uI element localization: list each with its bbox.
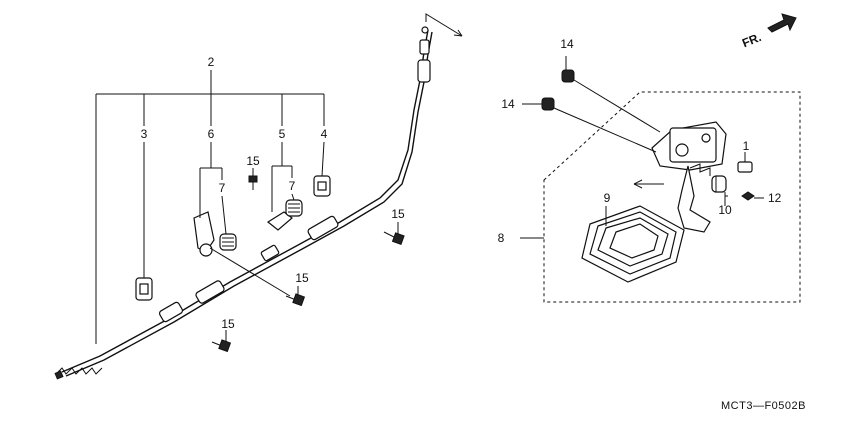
screw-12 (741, 191, 764, 201)
bolt-14-lower (522, 97, 657, 153)
cable-assembly (54, 13, 463, 380)
callout-5: 5 (279, 127, 286, 141)
front-direction-label: FR. (740, 30, 763, 50)
grommet-7a (219, 233, 237, 251)
bracket-5 (266, 211, 293, 231)
collar-10 (711, 175, 727, 193)
callout-3: 3 (141, 127, 148, 141)
callout-8: 8 (498, 231, 505, 245)
callout-7-left: 7 (219, 181, 226, 195)
bolt-15-top (248, 175, 258, 190)
left-leader-lines (95, 70, 399, 344)
front-direction-arrow (767, 13, 797, 33)
callout-15-top: 15 (246, 154, 260, 168)
callout-14-upper: 14 (560, 37, 574, 51)
lever-assembly (651, 121, 727, 233)
callout-10: 10 (718, 203, 732, 217)
callout-15-right: 15 (391, 207, 405, 221)
boot-9 (581, 205, 685, 283)
bolt-14-upper (561, 56, 661, 133)
callout-4: 4 (321, 127, 328, 141)
dashed-frame-8 (520, 91, 801, 303)
callout-14-lower: 14 (501, 97, 515, 111)
clip-1 (737, 152, 753, 173)
callout-6: 6 (208, 127, 215, 141)
bracket-6 (193, 211, 215, 257)
right-leader-lines (605, 192, 728, 226)
bolt-15-right (383, 231, 405, 246)
callout-12: 12 (768, 191, 782, 205)
callout-2: 2 (208, 55, 215, 69)
diagram-code: MCT3—F0502B (721, 400, 806, 412)
grommet-7b (285, 199, 303, 217)
callout-1: 1 (743, 139, 750, 153)
callout-15-middle: 15 (295, 271, 309, 285)
bolt-15-bottom (211, 339, 232, 353)
callout-7-right: 7 (289, 179, 296, 193)
cable-stay-3 (135, 277, 153, 301)
bolt-15-middle (285, 293, 306, 307)
callout-15-bottom: 15 (221, 317, 235, 331)
cable-end-arrow (633, 179, 664, 189)
callout-9: 9 (604, 191, 611, 205)
cable-stay-4 (313, 175, 331, 197)
